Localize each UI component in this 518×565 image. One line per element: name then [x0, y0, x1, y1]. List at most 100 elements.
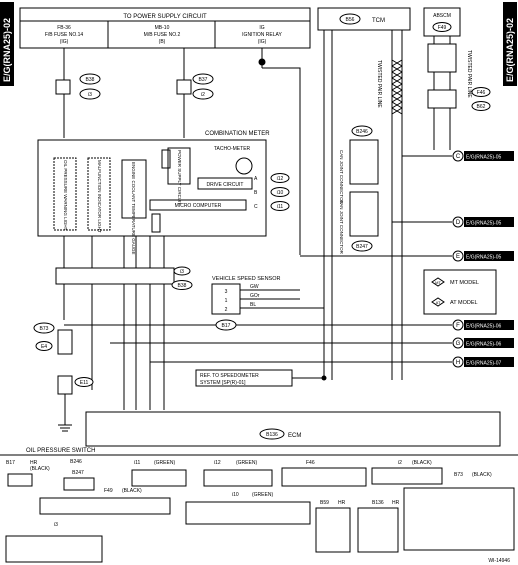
legend-b247: B247	[72, 470, 84, 476]
b247-label: B247	[356, 244, 368, 250]
ecm-box: B136 ECM	[85, 411, 501, 447]
offpage-d-ref: E/G(RNA25)-05	[466, 221, 502, 227]
e4-label: E4	[41, 344, 47, 350]
abscm-label: ABSCM	[433, 13, 451, 19]
offpage-f-letter: F	[456, 323, 460, 329]
legend-f49: F49	[104, 488, 113, 494]
fuse3-line3: (IG)	[258, 39, 267, 45]
malfunction-light-label: MALFUNCTION INDICATOR LIGHT	[97, 160, 102, 233]
legend-b59: B59	[320, 500, 329, 506]
b17-label: B17	[222, 323, 231, 329]
offpage-c-letter: C	[456, 154, 461, 160]
ref-b: B	[254, 190, 258, 196]
right-tab-label: E/G(RNA25)-02	[505, 18, 515, 82]
legend-b17-suffix: HR	[30, 460, 38, 466]
fuse1-line2: F/B FUSE NO.14	[45, 32, 84, 38]
vss-pin3: 3	[225, 289, 228, 295]
ref-a-conn: i12	[277, 176, 284, 182]
offpage-f: F E/G(RNA25)-06	[452, 319, 514, 331]
can-joint-label-1: CAN JOINT CONNECTOR	[339, 150, 344, 205]
legend-b246: B246	[70, 459, 82, 465]
legend-i2-color: (BLACK)	[412, 460, 432, 466]
f46-label: F46	[477, 90, 486, 96]
abscm-pins: F46 B62	[427, 43, 491, 111]
legend-b17-color: (BLACK)	[30, 466, 50, 472]
drive-circuit-label: DRIVE CIRCUIT	[207, 182, 244, 188]
legend-i10: i10	[232, 492, 239, 498]
fuse1-line1: FB-36	[57, 25, 71, 31]
e11-label: E11	[80, 380, 89, 386]
tcm-label: TCM	[372, 18, 385, 24]
i3-label: i3	[88, 92, 92, 98]
fuse2-line2: M/B FUSE NO.2	[144, 32, 181, 38]
combination-meter: COMBINATION METER OIL PRESSURE WARNING L…	[37, 131, 290, 255]
speedometer-ref: REF. TO SPEEDOMETER SYSTEM [SP(R)-01]	[195, 369, 327, 387]
right-side-tab: E/G(RNA25)-02	[503, 2, 517, 86]
legend-b59-suffix: HR	[338, 500, 346, 506]
b38-label: B38	[86, 77, 95, 83]
vss-pin2: 2	[225, 307, 228, 313]
offpage-d: D E/G(RNA25)-05	[452, 216, 514, 228]
offpage-c: C E/G(RNA25)-05	[452, 150, 514, 162]
at-code: AT	[436, 300, 441, 305]
twisted-pair-label-1: TWISTED PAIR LINE	[376, 60, 382, 108]
vehicle-speed-sensor: VEHICLE SPEED SENSOR 3 1 2 GW GOr BL B17	[211, 276, 324, 331]
offpage-g-ref: E/G(RNA25)-06	[466, 342, 502, 348]
connector-b38-top: B38 i3	[55, 73, 101, 100]
can-joint-connector: B246 CAN JOINT CONNECTOR CAN JOINT CONNE…	[339, 125, 379, 255]
abscm-connector: F49	[438, 25, 447, 31]
legend-connectors: B17 HR (BLACK) B246 B247 i11 (GREEN) F49…	[0, 454, 518, 564]
offpage-e-ref: E/G(RNA25)-05	[466, 255, 502, 261]
oil-warning-light-label: OIL PRESSURE WARNING LIGHT	[63, 160, 68, 231]
legend-i2: i2	[398, 460, 402, 466]
offpage-refs	[64, 155, 452, 363]
speedometer-ref-line1: REF. TO SPEEDOMETER	[200, 373, 259, 379]
ref-c-conn: i11	[277, 204, 284, 210]
b62-label: B62	[477, 104, 486, 110]
vss-label: VEHICLE SPEED SENSOR	[212, 276, 280, 282]
b37-label: B37	[199, 77, 208, 83]
offpage-e-letter: E	[456, 254, 460, 260]
vss-wire-gw: GW	[250, 284, 259, 290]
fuse3-line1: IG	[259, 25, 264, 31]
connector-b37-top: B37 i2	[176, 73, 214, 100]
offpage-g: G E/G(RNA25)-06	[452, 337, 514, 349]
offpage-c-ref: E/G(RNA25)-05	[466, 155, 502, 161]
ecm-label: ECM	[288, 433, 301, 439]
legend-b136-suffix: HR	[392, 500, 400, 506]
twisted-pair-label-2: TWISTED PAIR LINE	[466, 50, 472, 98]
offpage-h: H E/G(RNA25)-07	[452, 356, 514, 368]
b246-label: B246	[356, 129, 368, 135]
power-supply-title: TO POWER SUPPLY CIRCUIT	[123, 14, 207, 20]
ecm-connector: B136	[266, 432, 278, 438]
connector-mid: i3 B38	[55, 266, 193, 290]
legend-b136: B136	[372, 500, 384, 506]
left-mid-connectors: B73 E4 E11	[33, 322, 94, 432]
ref-b-conn: i10	[277, 190, 284, 196]
fuse3-line2: IGNITION RELAY	[242, 32, 282, 38]
offpage-e: E E/G(RNA25)-05	[452, 250, 514, 262]
can-joint-label-2: CAN JOINT CONNECTOR	[339, 200, 344, 255]
legend-f49-color: (BLACK)	[122, 488, 142, 494]
coolant-gauge-label: ENGINE COOLANT TEMPERATURE GAUGE	[131, 162, 136, 255]
legend-f46: F46	[306, 460, 315, 466]
mt-model-label: MT MODEL	[450, 280, 479, 286]
offpage-g-letter: G	[456, 341, 461, 347]
meter-wires	[63, 236, 165, 410]
fuse2-line3: (B)	[159, 39, 166, 45]
legend-i11: i11	[134, 460, 141, 466]
legend-b17: B17	[6, 460, 15, 466]
tcm-connector: B56	[346, 17, 355, 23]
power-wires	[63, 48, 301, 255]
left-tab-label: E/G(RNA25)-02	[2, 18, 12, 82]
offpage-f-ref: E/G(RNA25)-06	[466, 324, 502, 330]
abscm-box: ABSCM F49	[423, 7, 461, 37]
mt-code: MT	[435, 280, 441, 285]
vss-wire-bl: BL	[250, 302, 256, 308]
legend-b73-color: (BLACK)	[472, 472, 492, 478]
left-side-tab: E/G(RNA25)-02	[0, 2, 14, 86]
diagram-code: WI-14946	[488, 558, 510, 564]
tachometer-label: TACHO-METER	[214, 146, 251, 152]
i2-label: i2	[201, 92, 205, 98]
